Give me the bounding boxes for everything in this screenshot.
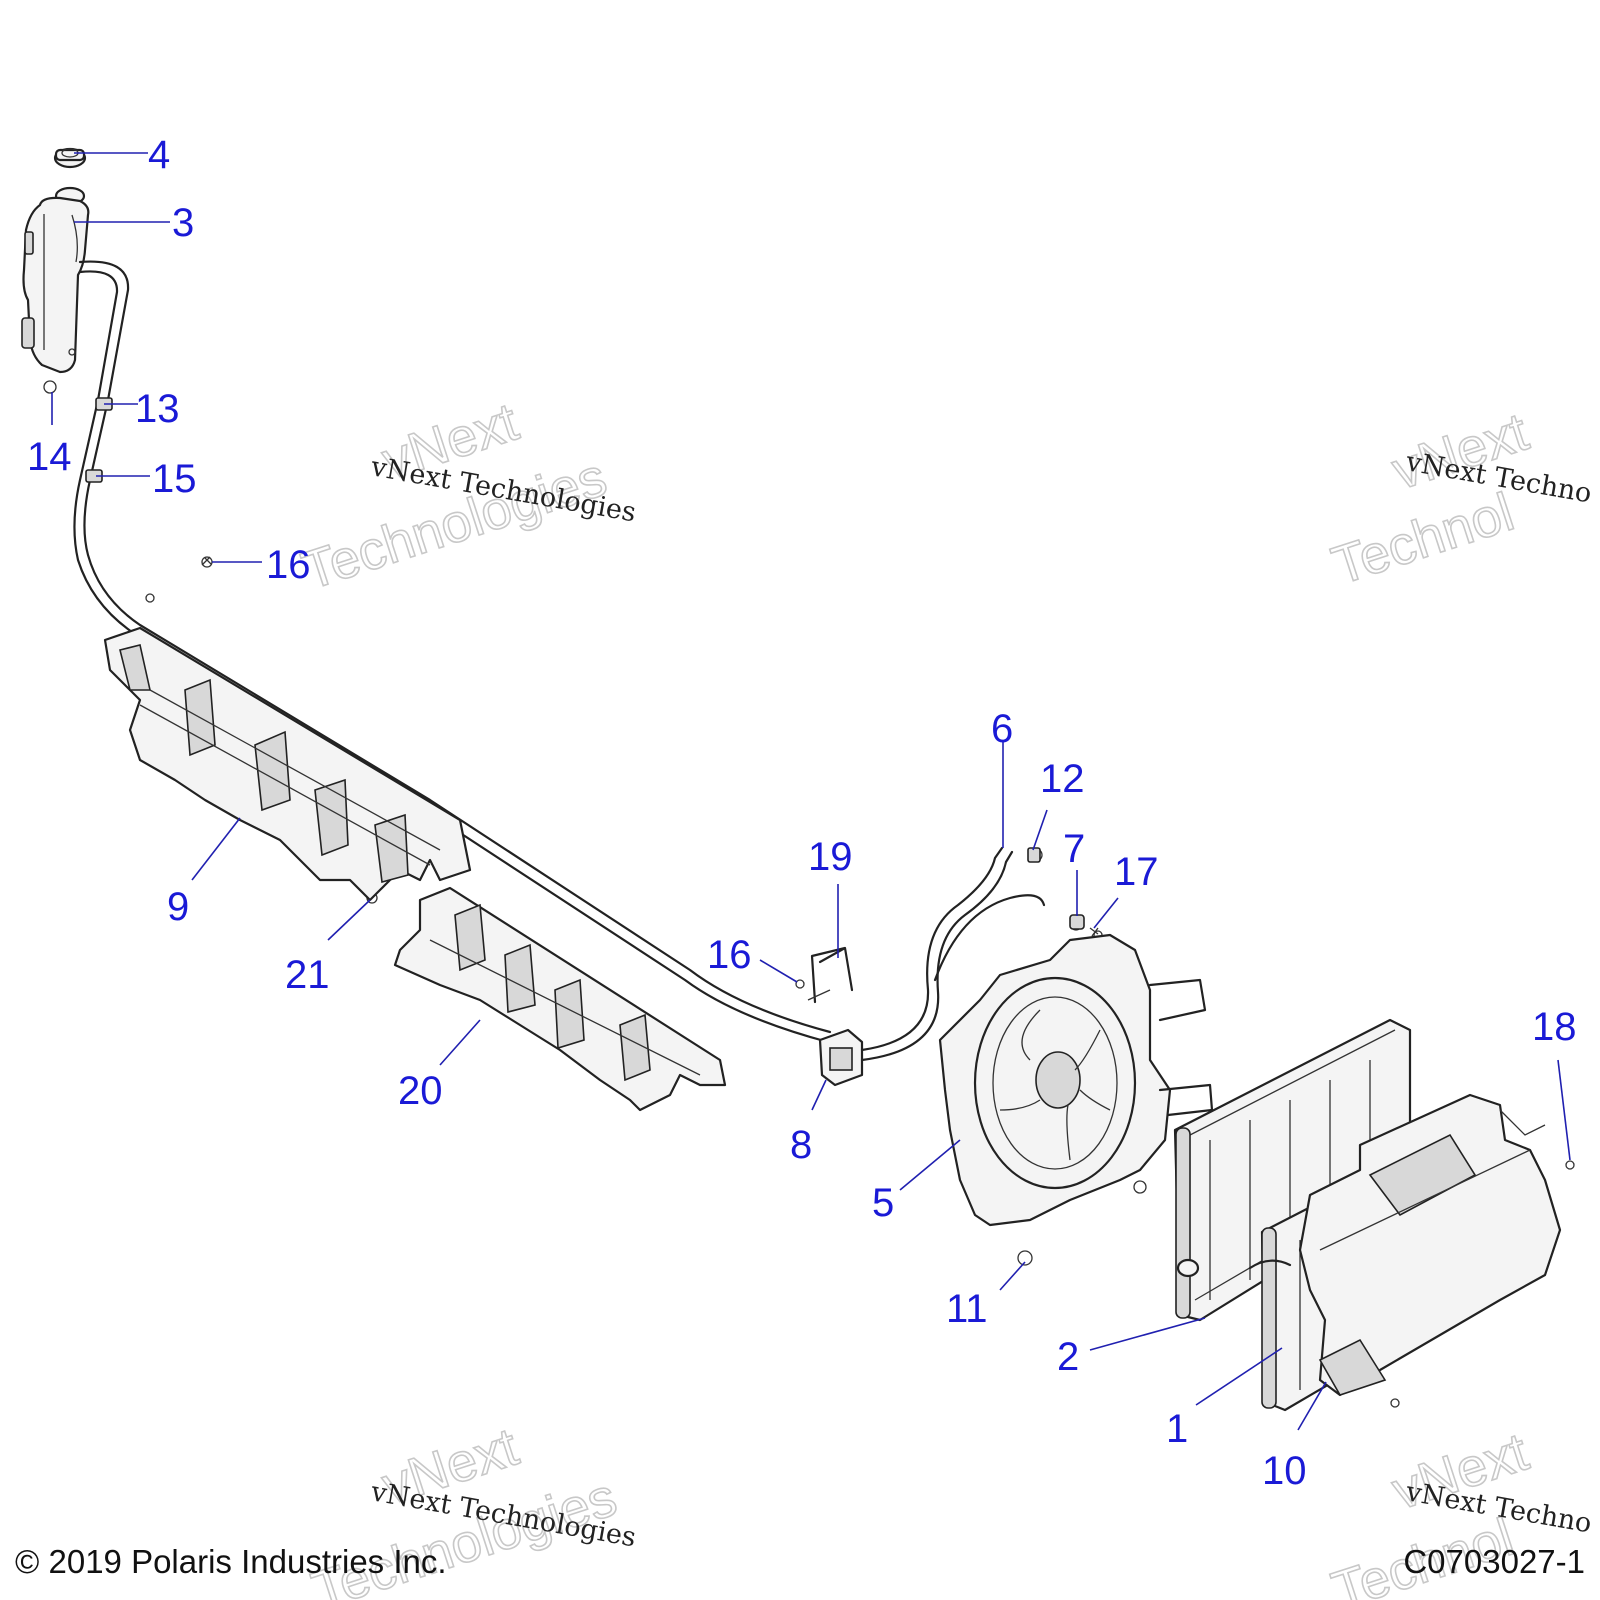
watermark-big-4: Technol — [1325, 482, 1521, 597]
callout-16: 16 — [266, 543, 311, 587]
copyright-text: © 2019 Polaris Industries Inc. — [15, 1543, 447, 1580]
callout-16b: 16 — [707, 933, 752, 977]
part-3-reservoir — [21, 186, 90, 394]
screw-17 — [1089, 927, 1099, 937]
callout-6: 6 — [991, 707, 1013, 751]
small-clips — [1027, 847, 1099, 937]
part-8-connector — [818, 1028, 864, 1087]
callout-9: 9 — [167, 885, 189, 929]
callouts: 4 3 13 14 15 16 9 21 20 16 19 8 6 12 7 1… — [27, 133, 1577, 1493]
callout-20: 20 — [398, 1069, 443, 1113]
callout-11: 11 — [946, 1287, 988, 1331]
overflow-hose — [73, 260, 832, 1044]
callout-1: 1 — [1166, 1407, 1188, 1451]
part-number-text: C0703027-1 — [1403, 1543, 1585, 1580]
part-10-shroud — [1298, 1093, 1562, 1397]
clip-7 — [1069, 914, 1085, 930]
callout-4: 4 — [148, 133, 170, 177]
watermark-group-top-right: vNext Technol vNext Techno — [1324, 401, 1594, 597]
callout-8: 8 — [790, 1123, 812, 1167]
callout-7: 7 — [1063, 827, 1085, 871]
callout-13: 13 — [135, 387, 180, 431]
callout-10: 10 — [1262, 1449, 1307, 1493]
part-4-cap — [53, 147, 87, 169]
watermark-group-bottom-right: vNext Technol vNext Techno — [1324, 1421, 1594, 1600]
part-9-bracket — [103, 626, 472, 902]
part-19-bracket — [807, 946, 854, 1004]
leader-lines — [51, 152, 1571, 1431]
callout-12: 12 — [1040, 757, 1085, 801]
callout-14: 14 — [27, 435, 72, 479]
part-20-bracket — [393, 886, 727, 1112]
clip-12 — [1027, 847, 1041, 863]
callout-5: 5 — [872, 1181, 894, 1225]
callout-18: 18 — [1532, 1005, 1577, 1049]
part-5-fan-assembly — [938, 933, 1214, 1227]
callout-17: 17 — [1114, 850, 1159, 894]
part-6-hose — [860, 846, 1046, 1062]
callout-19: 19 — [808, 835, 853, 879]
watermark-group-top-left: vNext Technologies vNext Technologies — [294, 391, 638, 602]
callout-2: 2 — [1057, 1335, 1079, 1379]
callout-3: 3 — [172, 201, 194, 245]
callout-15: 15 — [152, 457, 197, 501]
callout-21: 21 — [285, 953, 330, 997]
